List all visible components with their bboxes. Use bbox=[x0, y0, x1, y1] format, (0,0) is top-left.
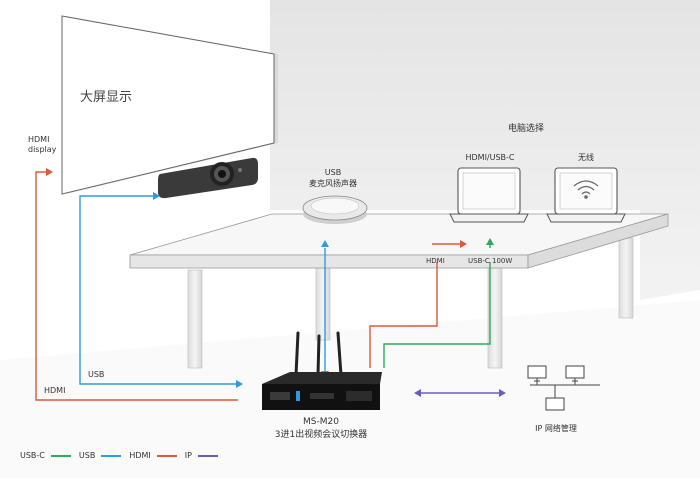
laptop-wireless bbox=[546, 167, 626, 223]
legend-swatch bbox=[156, 454, 177, 457]
table-hdmi-label: HDMI bbox=[426, 257, 445, 265]
legend-item-usbc: USB-C bbox=[20, 451, 71, 460]
table-usbc-label: USB-C 100W bbox=[468, 257, 513, 265]
hdmi-display-cable bbox=[35, 171, 238, 401]
computer-select-label: 电脑选择 bbox=[508, 124, 545, 134]
legend-label: USB bbox=[78, 451, 96, 460]
legend-label: USB-C bbox=[20, 451, 45, 460]
legend-label: HDMI bbox=[129, 451, 151, 460]
usb-camera-cable bbox=[79, 195, 236, 385]
legend-item-usb: USB bbox=[78, 451, 122, 460]
wifi-icon bbox=[573, 180, 599, 199]
legend-item-ip: IP bbox=[185, 451, 218, 460]
legend-item-hdmi: HDMI bbox=[129, 451, 177, 460]
video-bar-camera bbox=[158, 157, 258, 199]
legend-swatch bbox=[101, 454, 122, 457]
device-desc-label: 3进1出视频会议切换器 bbox=[274, 430, 368, 440]
laptop-hdmi-usbc bbox=[449, 167, 529, 223]
speaker-label: USB 麦克风扬声器 bbox=[309, 168, 357, 188]
back-wall bbox=[270, 0, 700, 300]
big-screen bbox=[61, 15, 278, 195]
usbc-laptop-cable bbox=[383, 262, 491, 368]
legend-label: IP bbox=[184, 451, 192, 460]
legend-swatch bbox=[50, 454, 71, 457]
hdmi-cable-label: HDMI bbox=[44, 386, 66, 395]
laptop-hdmi-usbc-label: HDMI/USB-C bbox=[465, 153, 515, 162]
ip-mgmt-label: IP 网络管理 bbox=[535, 424, 577, 433]
usb-speakerphone bbox=[302, 195, 368, 224]
cable-lines bbox=[35, 168, 506, 401]
usb-cable-label: USB bbox=[88, 370, 105, 379]
hdmi-laptop-cable bbox=[369, 262, 438, 368]
ms-m20-switcher bbox=[262, 331, 382, 410]
legend-swatch bbox=[197, 454, 218, 457]
legend: USB-C USB HDMI IP bbox=[20, 451, 226, 460]
display-label: 大屏显示 bbox=[80, 90, 133, 105]
laptop-wireless-label: 无线 bbox=[578, 153, 594, 162]
network-topology-icon bbox=[527, 365, 600, 411]
hdmi-display-label: HDMI display bbox=[28, 135, 57, 154]
device-model-label: MS-M20 bbox=[303, 417, 339, 427]
conference-table bbox=[129, 213, 669, 269]
